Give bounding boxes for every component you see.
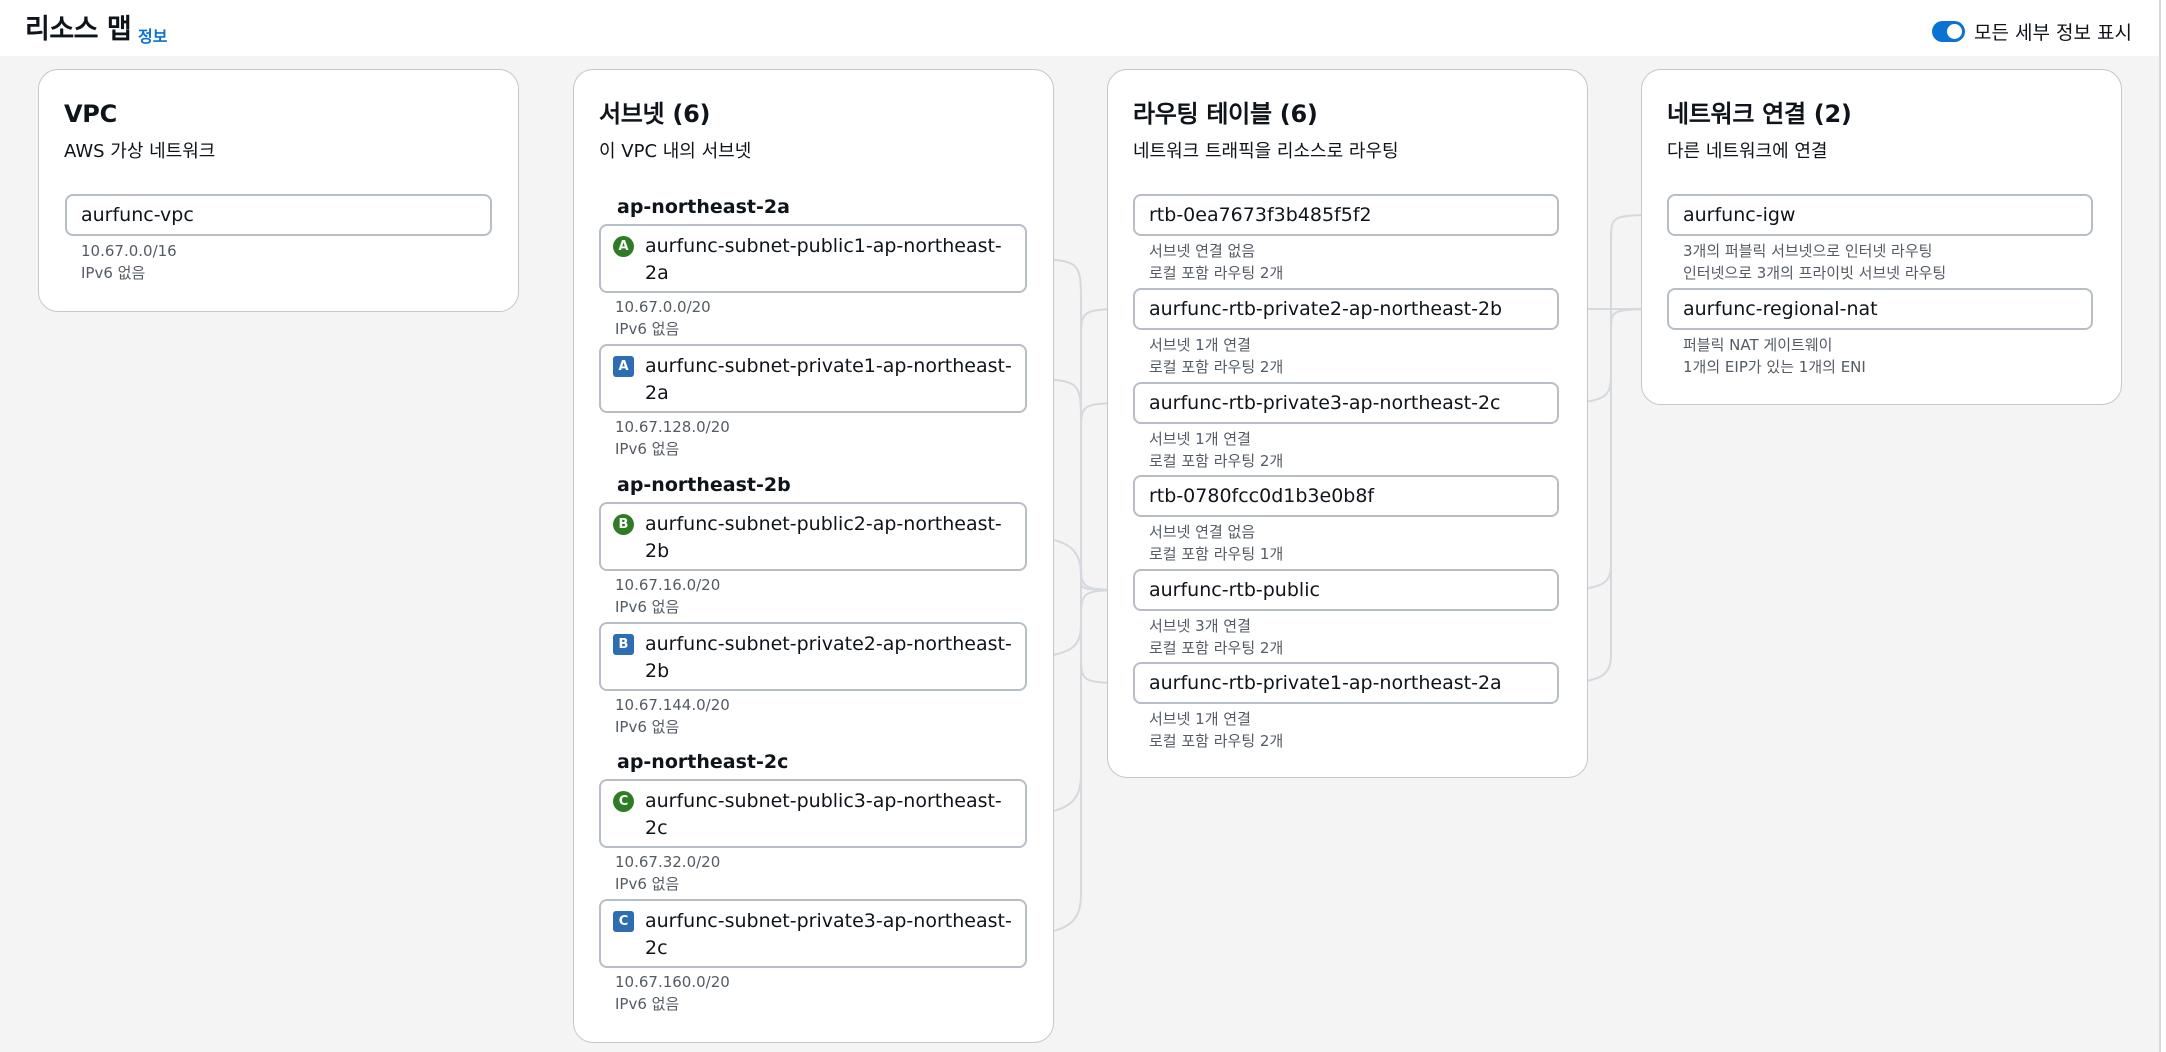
network-connections-panel-title: 네트워크 연결 (2) bbox=[1667, 100, 1852, 128]
route-table-node[interactable]: aurfunc-rtb-private2-ap-northeast-2b bbox=[1133, 288, 1559, 330]
show-all-details-toggle[interactable]: 모든 세부 정보 표시 bbox=[1932, 16, 2132, 46]
header-bar: 리소스 맵 정보 모든 세부 정보 표시 bbox=[0, 0, 2166, 56]
zone-label-2b: ap-northeast-2b bbox=[617, 474, 791, 496]
scrollbar-divider bbox=[2159, 0, 2161, 1052]
subnet-node-private2[interactable]: B aurfunc-subnet-private2-ap-northeast-2… bbox=[599, 622, 1027, 691]
route-table-details: 서브넷 1개 연결 로컬 포함 라우팅 2개 bbox=[1149, 430, 1284, 470]
vpc-panel-description: AWS 가상 네트워크 bbox=[64, 141, 216, 162]
subnet-node-private1[interactable]: A aurfunc-subnet-private1-ap-northeast-2… bbox=[599, 344, 1027, 413]
route-tables-panel-description: 네트워크 트래픽을 리소스로 라우팅 bbox=[1133, 141, 1399, 162]
route-table-details: 서브넷 3개 연결 로컬 포함 라우팅 2개 bbox=[1149, 617, 1284, 657]
subnet-name: aurfunc-subnet-public2-ap-northeast-2b bbox=[645, 513, 1002, 562]
page-title: 리소스 맵 bbox=[25, 14, 132, 45]
subnets-panel-title: 서브넷 (6) bbox=[599, 100, 711, 128]
subnet-details: 10.67.16.0/20 IPv6 없음 bbox=[615, 576, 721, 616]
vpc-cidr: 10.67.0.0/16 bbox=[81, 242, 177, 260]
route-table-node[interactable]: aurfunc-rtb-private1-ap-northeast-2a bbox=[1133, 662, 1559, 704]
toggle-switch[interactable] bbox=[1932, 20, 1966, 42]
private-subnet-badge-icon: A bbox=[613, 356, 634, 377]
subnet-details: 10.67.0.0/20 IPv6 없음 bbox=[615, 298, 711, 338]
public-subnet-badge-icon: A bbox=[613, 236, 634, 257]
subnet-details: 10.67.160.0/20 IPv6 없음 bbox=[615, 973, 730, 1013]
public-subnet-badge-icon: C bbox=[613, 791, 634, 812]
private-subnet-badge-icon: B bbox=[613, 634, 634, 655]
nat-gateway-node[interactable]: aurfunc-regional-nat bbox=[1667, 288, 2093, 330]
route-table-node[interactable]: aurfunc-rtb-public bbox=[1133, 569, 1559, 611]
subnet-node-public2[interactable]: B aurfunc-subnet-public2-ap-northeast-2b bbox=[599, 502, 1027, 571]
route-table-details: 서브넷 연결 없음 로컬 포함 라우팅 1개 bbox=[1149, 523, 1284, 563]
public-subnet-badge-icon: B bbox=[613, 514, 634, 535]
subnet-details: 10.67.144.0/20 IPv6 없음 bbox=[615, 696, 730, 736]
route-table-details: 서브넷 1개 연결 로컬 포함 라우팅 2개 bbox=[1149, 336, 1284, 376]
internet-gateway-node[interactable]: aurfunc-igw bbox=[1667, 194, 2093, 236]
zone-label-2a: ap-northeast-2a bbox=[617, 196, 790, 218]
route-table-details: 서브넷 연결 없음 로컬 포함 라우팅 2개 bbox=[1149, 242, 1284, 282]
subnets-panel-description: 이 VPC 내의 서브넷 bbox=[599, 141, 752, 162]
subnet-node-private3[interactable]: C aurfunc-subnet-private3-ap-northeast-2… bbox=[599, 899, 1027, 968]
subnet-node-public3[interactable]: C aurfunc-subnet-public3-ap-northeast-2c bbox=[599, 779, 1027, 848]
route-table-node[interactable]: aurfunc-rtb-private3-ap-northeast-2c bbox=[1133, 382, 1559, 424]
zone-label-2c: ap-northeast-2c bbox=[617, 751, 789, 773]
vpc-node-details: 10.67.0.0/16 IPv6 없음 bbox=[81, 240, 177, 284]
subnet-details: 10.67.128.0/20 IPv6 없음 bbox=[615, 418, 730, 458]
vpc-ipv6: IPv6 없음 bbox=[81, 264, 146, 282]
nat-gateway-details: 퍼블릭 NAT 게이트웨이 1개의 EIP가 있는 1개의 ENI bbox=[1683, 336, 1866, 376]
route-table-node[interactable]: rtb-0780fcc0d1b3e0b8f bbox=[1133, 475, 1559, 517]
subnet-name: aurfunc-subnet-public3-ap-northeast-2c bbox=[645, 790, 1002, 839]
toggle-label: 모든 세부 정보 표시 bbox=[1974, 21, 2132, 44]
vpc-node-name: aurfunc-vpc bbox=[81, 203, 194, 226]
vpc-panel: VPC AWS 가상 네트워크 bbox=[38, 69, 519, 312]
route-tables-panel-title: 라우팅 테이블 (6) bbox=[1133, 100, 1318, 128]
internet-gateway-details: 3개의 퍼블릭 서브넷으로 인터넷 라우팅 인터넷으로 3개의 프라이빗 서브넷… bbox=[1683, 242, 1947, 282]
subnet-name: aurfunc-subnet-private3-ap-northeast-2c bbox=[645, 910, 1012, 959]
network-connections-panel-description: 다른 네트워크에 연결 bbox=[1667, 141, 1828, 162]
route-table-details: 서브넷 1개 연결 로컬 포함 라우팅 2개 bbox=[1149, 710, 1284, 750]
private-subnet-badge-icon: C bbox=[613, 911, 634, 932]
vpc-panel-title: VPC bbox=[64, 100, 117, 128]
subnet-node-public1[interactable]: A aurfunc-subnet-public1-ap-northeast-2a bbox=[599, 224, 1027, 293]
vpc-node[interactable]: aurfunc-vpc bbox=[65, 194, 492, 236]
network-connections-panel: 네트워크 연결 (2) 다른 네트워크에 연결 bbox=[1641, 69, 2122, 405]
route-table-node[interactable]: rtb-0ea7673f3b485f5f2 bbox=[1133, 194, 1559, 236]
toggle-knob bbox=[1947, 23, 1963, 39]
subnet-name: aurfunc-subnet-private1-ap-northeast-2a bbox=[645, 355, 1012, 404]
subnet-name: aurfunc-subnet-public1-ap-northeast-2a bbox=[645, 235, 1002, 284]
info-link[interactable]: 정보 bbox=[138, 27, 168, 46]
subnet-details: 10.67.32.0/20 IPv6 없음 bbox=[615, 853, 721, 893]
subnet-name: aurfunc-subnet-private2-ap-northeast-2b bbox=[645, 633, 1012, 682]
